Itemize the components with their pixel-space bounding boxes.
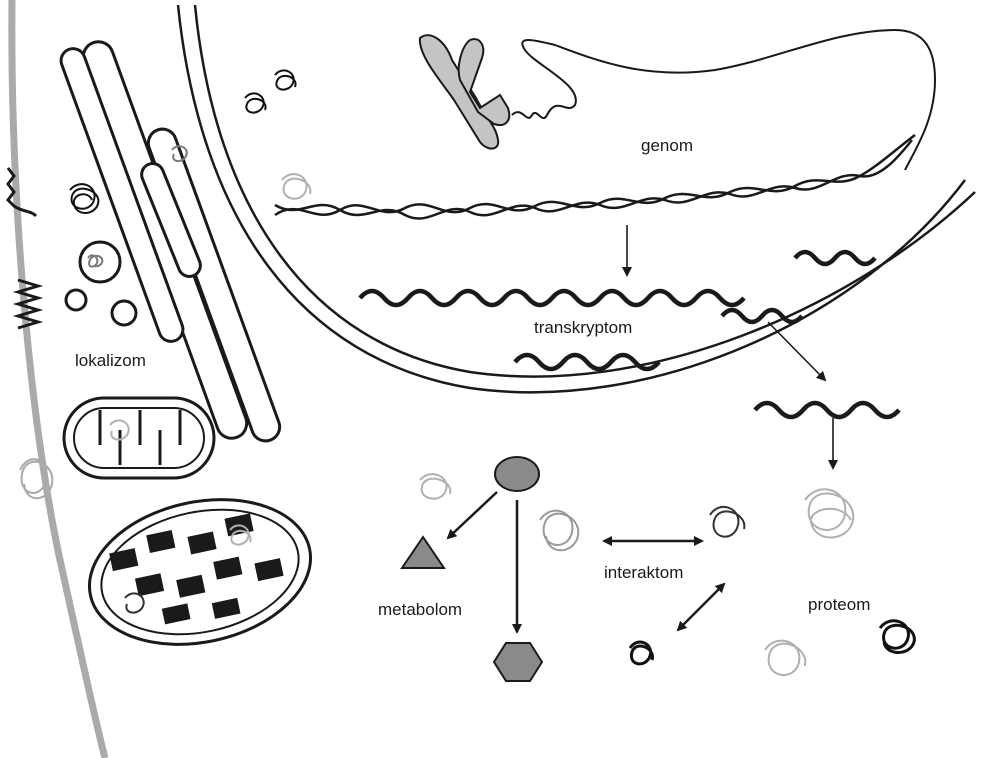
protein-coil-icon (282, 174, 310, 199)
translation-arrow (768, 322, 825, 380)
metabolism-arrow (448, 492, 497, 538)
interactome-label: interaktom (604, 563, 683, 583)
metabolite-ellipse-icon (495, 457, 539, 491)
protein-coil-icon (245, 93, 266, 112)
chloroplast-icon (76, 480, 324, 664)
protein-coil-icon (765, 641, 805, 675)
mitochondrion-icon (64, 398, 214, 478)
proteome-label: proteom (808, 595, 870, 615)
protein-coil-icon (275, 70, 296, 89)
chromosome-icon (420, 35, 509, 148)
protein-coil-icon (70, 184, 98, 213)
vesicle-icon (66, 242, 136, 325)
membrane-protein-coil (8, 168, 36, 216)
localizome-label: lokalizom (75, 351, 146, 371)
transcriptome-label: transkryptom (534, 318, 632, 338)
metabolome-label: metabolom (378, 600, 462, 620)
metabolite-hexagon-icon (494, 643, 542, 681)
dna-strand (512, 30, 935, 170)
protein-coil-icon (540, 511, 578, 551)
interaction-arrow (678, 584, 724, 630)
protein-coil-icon (630, 642, 653, 664)
dna-helix-icon (275, 135, 915, 219)
protein-coil-icon (805, 489, 853, 537)
protein-coil-icon (880, 621, 914, 653)
protein-coil-icon (710, 507, 744, 537)
genome-label: genom (641, 136, 693, 156)
metabolite-triangle-icon (402, 537, 444, 568)
protein-coil-icon (420, 474, 450, 499)
